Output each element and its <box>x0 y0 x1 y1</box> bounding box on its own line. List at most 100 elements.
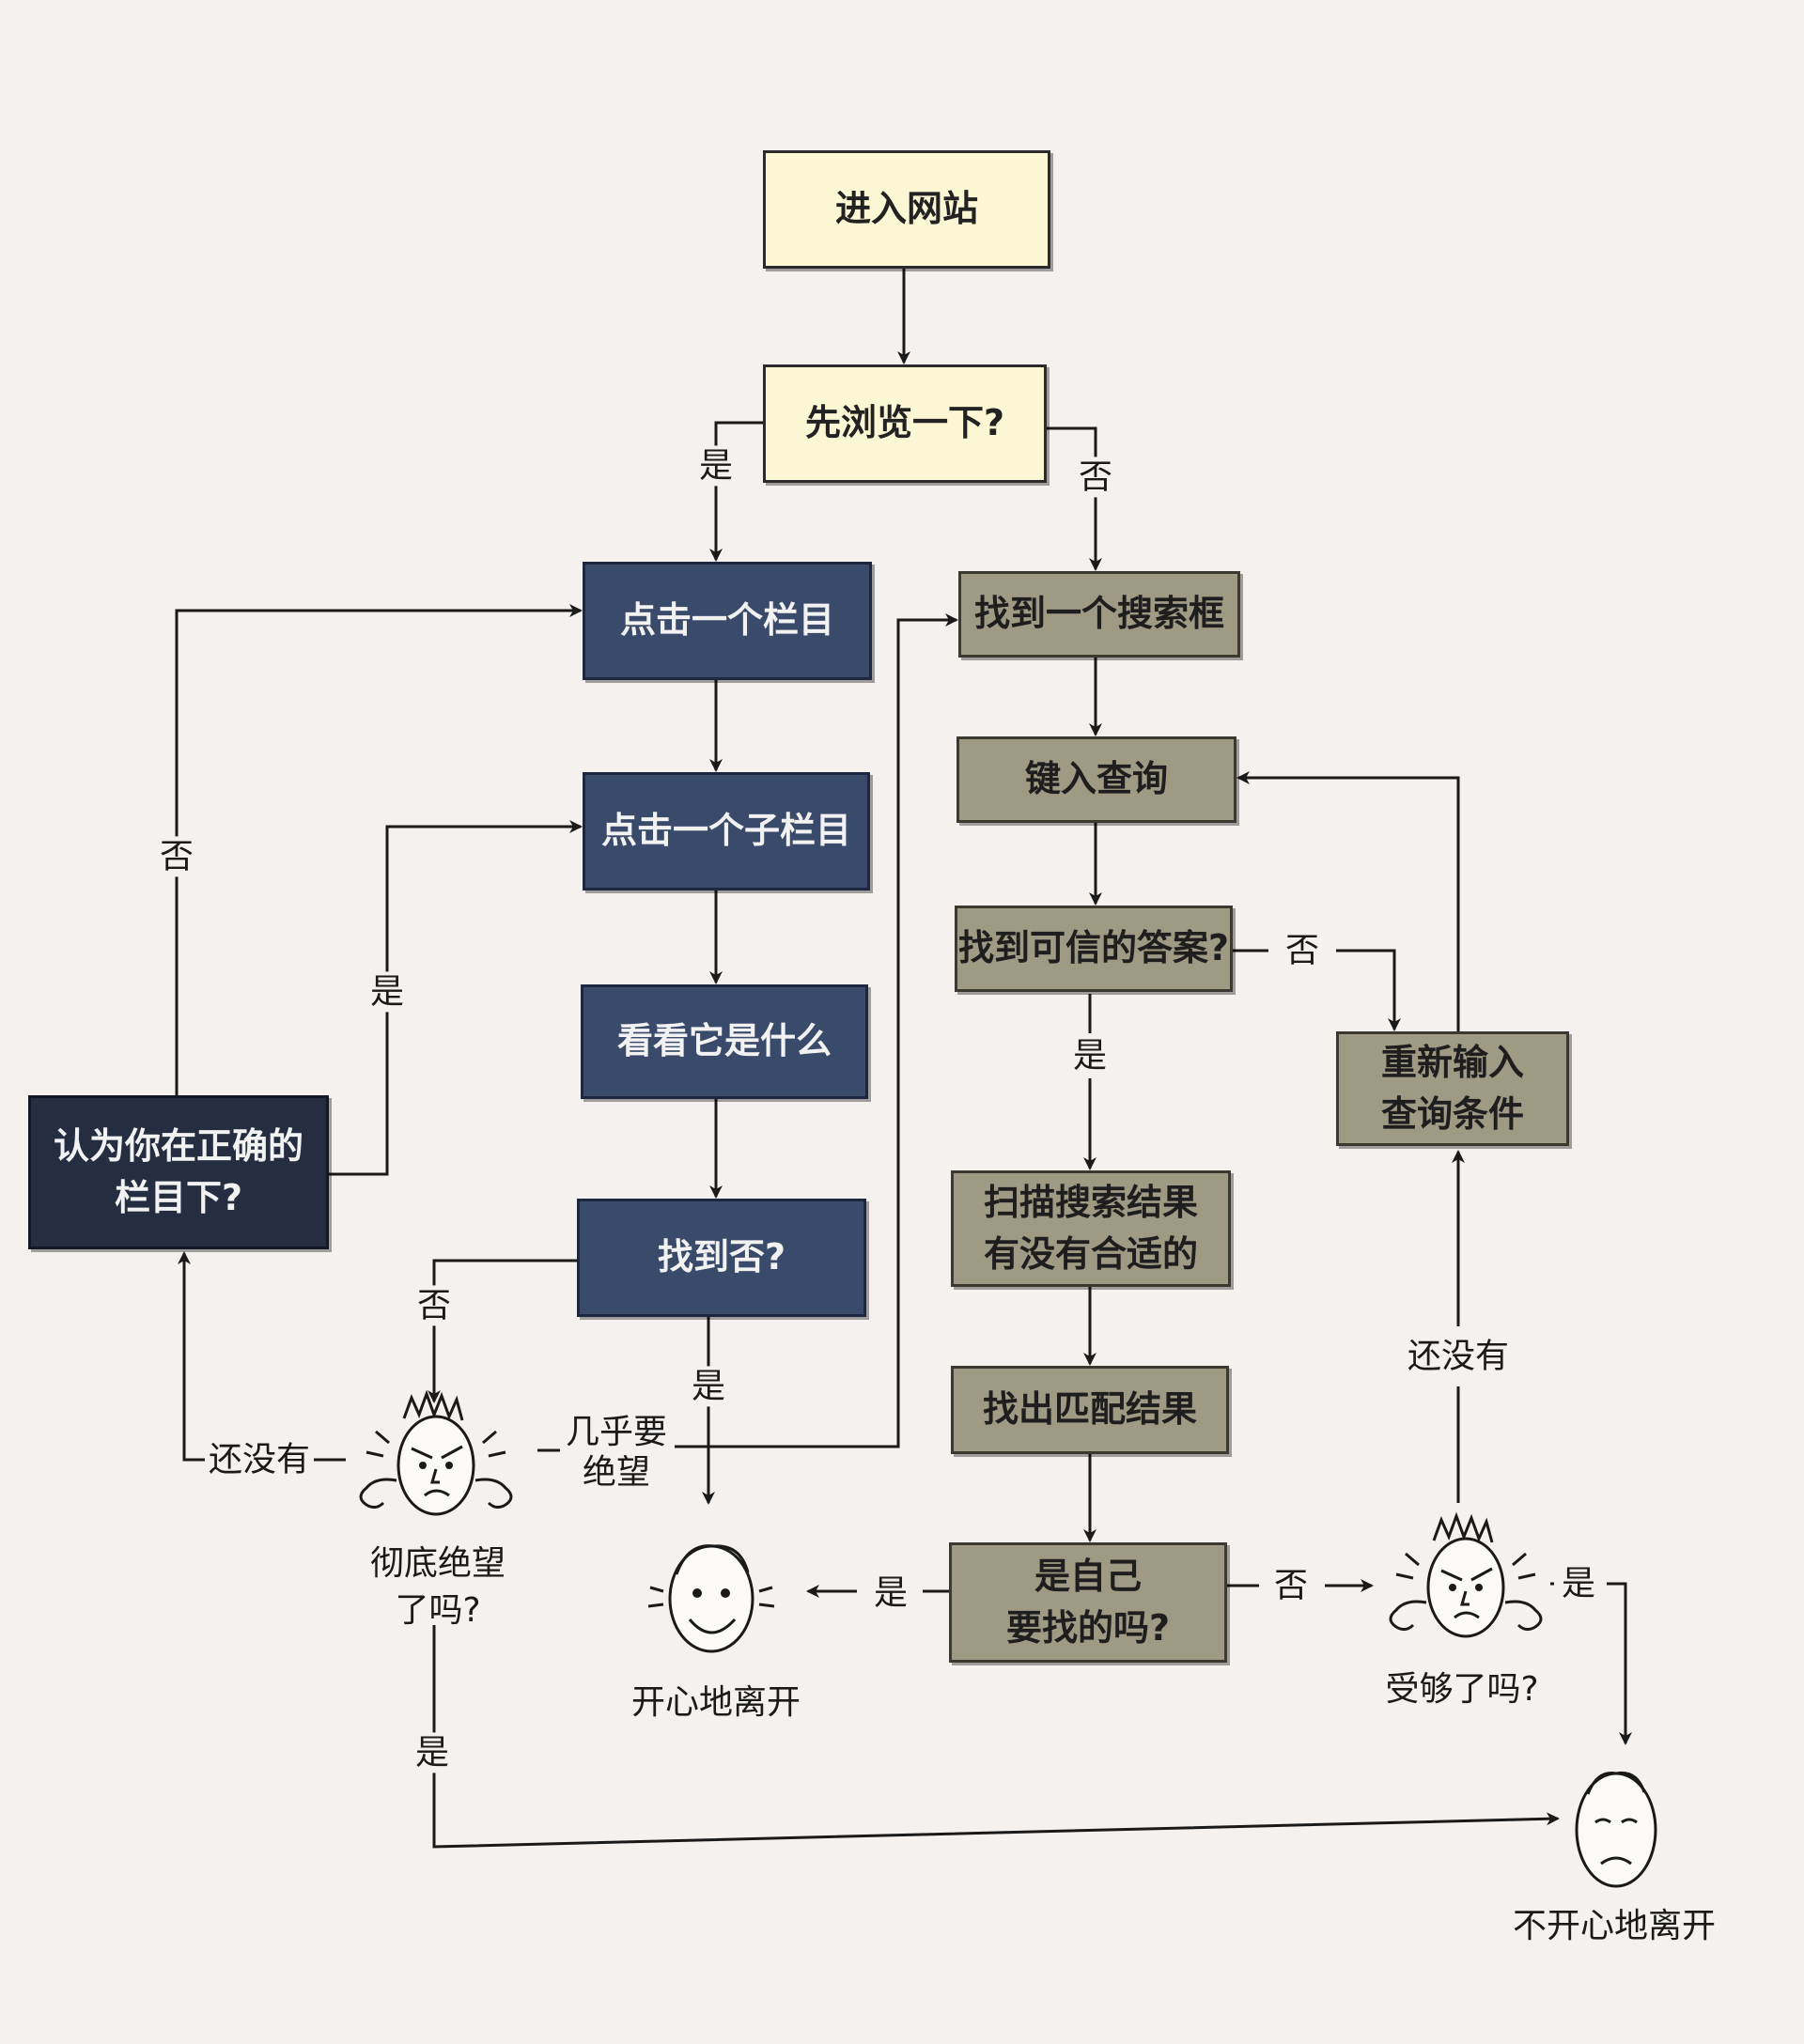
node-browse-first: 先浏览一下? <box>763 364 1047 483</box>
eye-left <box>1449 1584 1456 1591</box>
caption-happy: 开心地离开 <box>631 1680 801 1727</box>
label-almost-despair: 几乎要绝望 <box>561 1411 672 1494</box>
edge-enough-yes <box>1550 1582 1625 1743</box>
edge-browse-yes <box>709 421 763 562</box>
node-reenter-query: 重新输入查询条件 <box>1336 1031 1569 1146</box>
brows <box>1440 1567 1493 1582</box>
angry-face-icon <box>359 1389 513 1516</box>
text-line: 进入网站 <box>834 188 978 230</box>
eye-right <box>445 1462 453 1469</box>
steam-left <box>359 1478 397 1510</box>
text-line: 绝望 <box>582 1453 651 1492</box>
text-line: 还没有 <box>1407 1337 1510 1376</box>
text-line: 否 <box>416 1286 452 1325</box>
label-found-no: 否 <box>412 1285 456 1326</box>
text-line: 否 <box>1273 1566 1309 1605</box>
text-line: 看看它是什么 <box>616 1020 832 1062</box>
frown <box>1454 1611 1480 1619</box>
label-credible-no: 否 <box>1281 930 1324 971</box>
hair <box>675 1544 750 1575</box>
happy-face-icon <box>647 1544 775 1653</box>
text-line: 是 <box>414 1733 450 1773</box>
text-line: 是自己 <box>1034 1555 1142 1597</box>
text-line: 还没有 <box>208 1440 311 1479</box>
eye-left <box>419 1462 427 1469</box>
text-line: 受够了吗? <box>1385 1670 1539 1709</box>
rage-lines <box>1395 1552 1536 1580</box>
edge-despair-yes <box>432 1625 1560 1849</box>
text-line: 了吗? <box>395 1591 481 1631</box>
edge-right-cat-no <box>175 604 583 1095</box>
edge-reenter-to-type <box>1236 771 1460 1031</box>
face-outline <box>1426 1537 1505 1638</box>
hair <box>1586 1771 1646 1795</box>
label-credible-yes: 是 <box>1068 1035 1112 1076</box>
text-line: 找到可信的答案? <box>957 927 1230 969</box>
edge-found-no <box>428 1259 577 1403</box>
angry-face-icon <box>1389 1511 1543 1638</box>
face-outline <box>397 1415 475 1516</box>
text-line: 先浏览一下? <box>804 402 1005 444</box>
eye-right <box>721 1588 730 1598</box>
node-credible-answer: 找到可信的答案? <box>955 906 1233 992</box>
edge-almost-despair <box>537 620 956 1452</box>
text-line: 找到否? <box>657 1236 786 1278</box>
node-scan-results: 扫描搜索结果有没有合适的 <box>951 1170 1231 1287</box>
node-right-category: 认为你在正确的栏目下? <box>28 1095 329 1249</box>
label-not-yet-left: 还没有 <box>204 1439 315 1480</box>
text-line: 重新输入 <box>1380 1041 1524 1083</box>
edge-not-yet-left <box>178 1251 346 1462</box>
caption-despair: 彻底绝望了吗? <box>370 1541 505 1635</box>
text-line: 几乎要 <box>565 1412 668 1451</box>
node-type-query: 键入查询 <box>956 736 1236 823</box>
text-line: 栏目下? <box>114 1177 243 1218</box>
label-browse-no: 否 <box>1074 457 1117 498</box>
text-line: 不开心地离开 <box>1512 1907 1717 1945</box>
eye-left <box>692 1588 702 1598</box>
frown <box>424 1489 450 1497</box>
nose <box>430 1468 440 1484</box>
text-line: 键入查询 <box>1024 758 1168 800</box>
nose <box>1460 1590 1470 1606</box>
node-found: 找到否? <box>577 1199 866 1317</box>
text-line: 否 <box>1078 457 1113 497</box>
node-find-search-box: 找到一个搜索框 <box>958 571 1240 658</box>
sad-face-icon <box>1575 1771 1657 1888</box>
text-line: 认为你在正确的 <box>53 1124 303 1167</box>
label-wanted-no: 否 <box>1269 1565 1313 1606</box>
node-enter-site: 进入网站 <box>763 150 1050 269</box>
label-not-yet-right: 还没有 <box>1403 1336 1514 1377</box>
text-line: 否 <box>159 837 194 876</box>
label-despair-yes: 是 <box>411 1732 454 1773</box>
label-right-category-no: 否 <box>155 836 198 877</box>
text-line: 扫描搜索结果 <box>983 1181 1198 1223</box>
droopy-eyes <box>1594 1818 1638 1824</box>
label-found-yes: 是 <box>687 1366 730 1407</box>
text-line: 找出匹配结果 <box>982 1388 1197 1431</box>
node-is-wanted: 是自己要找的吗? <box>949 1542 1227 1663</box>
text-line: 开心地离开 <box>630 1683 801 1722</box>
text-line: 找到一个搜索框 <box>973 593 1224 635</box>
text-line: 否 <box>1284 931 1320 970</box>
text-line: 是 <box>691 1367 726 1406</box>
text-line: 点击一个子栏目 <box>600 810 851 852</box>
caption-enough: 受够了吗? <box>1385 1666 1538 1713</box>
eye-right <box>1475 1584 1483 1591</box>
edge-browse-no <box>1047 426 1102 571</box>
label-browse-yes: 是 <box>694 445 738 487</box>
text-line: 是 <box>369 972 405 1012</box>
node-click-category: 点击一个栏目 <box>583 562 872 680</box>
node-click-subcategory: 点击一个子栏目 <box>583 772 870 890</box>
smile <box>688 1618 737 1634</box>
text-line: 是 <box>1561 1564 1596 1603</box>
text-line: 是 <box>1072 1036 1108 1076</box>
frown <box>1600 1856 1632 1866</box>
steam-right <box>1504 1600 1543 1632</box>
text-line: 点击一个栏目 <box>619 599 834 642</box>
caption-unhappy: 不开心地离开 <box>1513 1903 1716 1950</box>
hair-spikes <box>1432 1511 1494 1543</box>
label-right-category-yes: 是 <box>365 971 409 1013</box>
joy-lines <box>647 1586 775 1608</box>
steam-left <box>1389 1600 1427 1632</box>
